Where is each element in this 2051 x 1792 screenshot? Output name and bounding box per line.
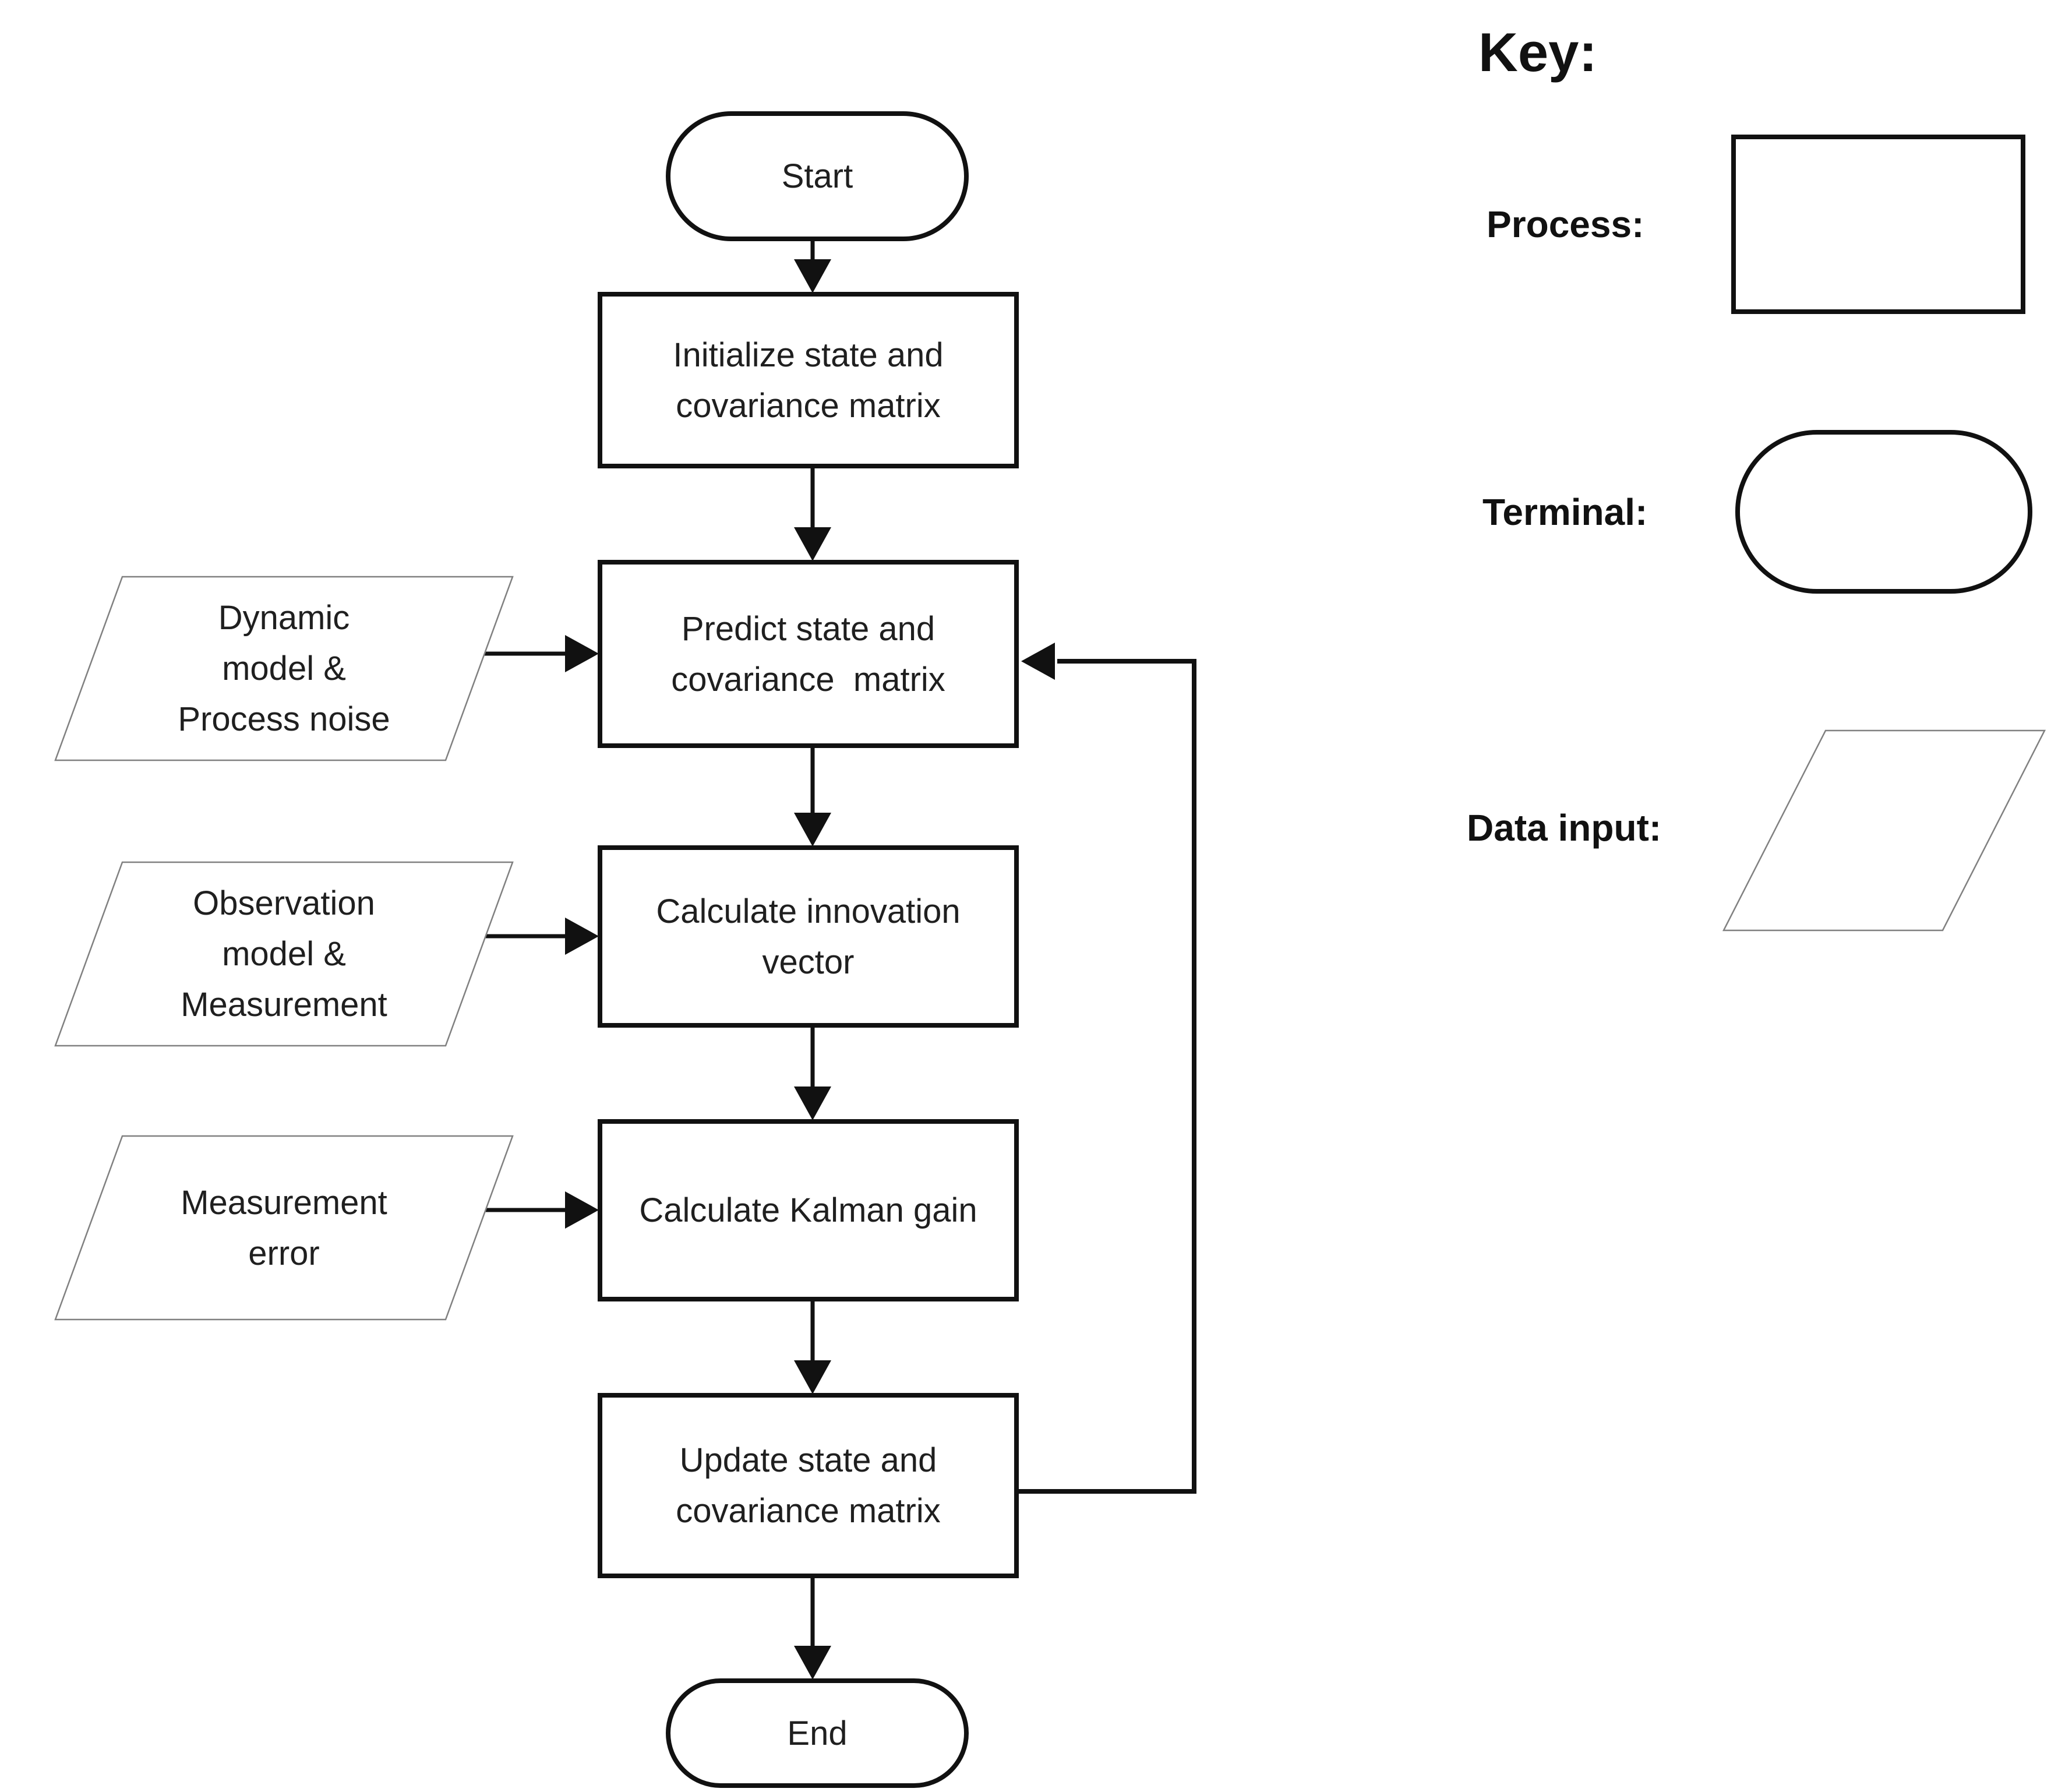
key-label-process: Process: <box>1487 203 1644 245</box>
shape-process-initialize <box>598 292 1019 468</box>
arrow-predict-innovation <box>794 746 831 846</box>
shape-terminal-end <box>666 1678 969 1788</box>
feedback-update-predict <box>1019 643 1196 1494</box>
shape-input-dynamic <box>54 576 514 761</box>
arrow-start-initialize <box>794 239 831 293</box>
key-shape-process <box>1731 135 2025 314</box>
shape-input-observation <box>54 861 514 1047</box>
shape-process-kalman <box>598 1119 1019 1301</box>
shape-process-innovation <box>598 845 1019 1028</box>
arrow-input-dynamic <box>482 635 599 672</box>
key-shape-data-input <box>1722 729 2046 932</box>
key-label-terminal: Terminal: <box>1482 491 1648 533</box>
arrow-input-observation <box>482 918 599 955</box>
arrow-kalman-update <box>794 1299 831 1394</box>
arrow-initialize-predict <box>794 466 831 561</box>
key-shape-terminal <box>1735 430 2032 594</box>
shape-terminal-start <box>666 111 969 241</box>
shape-process-predict <box>598 560 1019 748</box>
shape-input-measurement-error <box>54 1135 514 1321</box>
arrow-update-end <box>794 1576 831 1680</box>
arrow-input-measurement-error <box>482 1191 599 1229</box>
key-title: Key: <box>1478 22 1597 83</box>
arrow-innovation-kalman <box>794 1025 831 1120</box>
shape-process-update <box>598 1393 1019 1578</box>
key-label-data-input: Data input: <box>1467 807 1662 849</box>
